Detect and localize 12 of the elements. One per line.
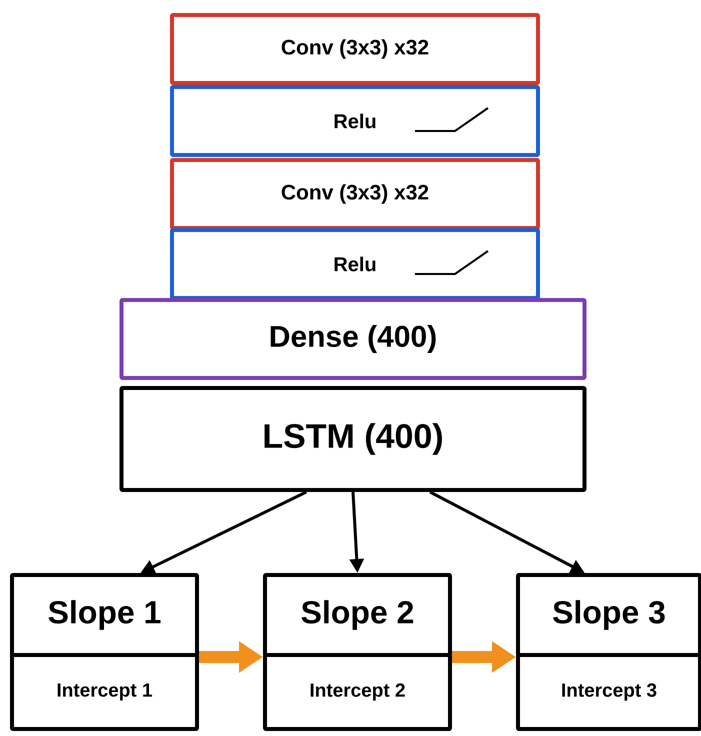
layer-box: Conv (3x3) x32 [170, 158, 540, 230]
layer-box: LSTM (400) [120, 386, 586, 492]
layer-box: Dense (400) [120, 298, 586, 380]
output-box: Intercept 2 [263, 653, 452, 731]
output-box: Intercept 1 [10, 653, 199, 731]
activation-box: Relu [170, 85, 540, 157]
output-box: Slope 2 [263, 573, 452, 657]
output-box: Intercept 3 [516, 653, 701, 731]
activation-box: Relu [170, 228, 540, 300]
output-box: Slope 3 [516, 573, 701, 657]
layer-box: Conv (3x3) x32 [170, 13, 540, 85]
output-box: Slope 1 [10, 573, 199, 657]
